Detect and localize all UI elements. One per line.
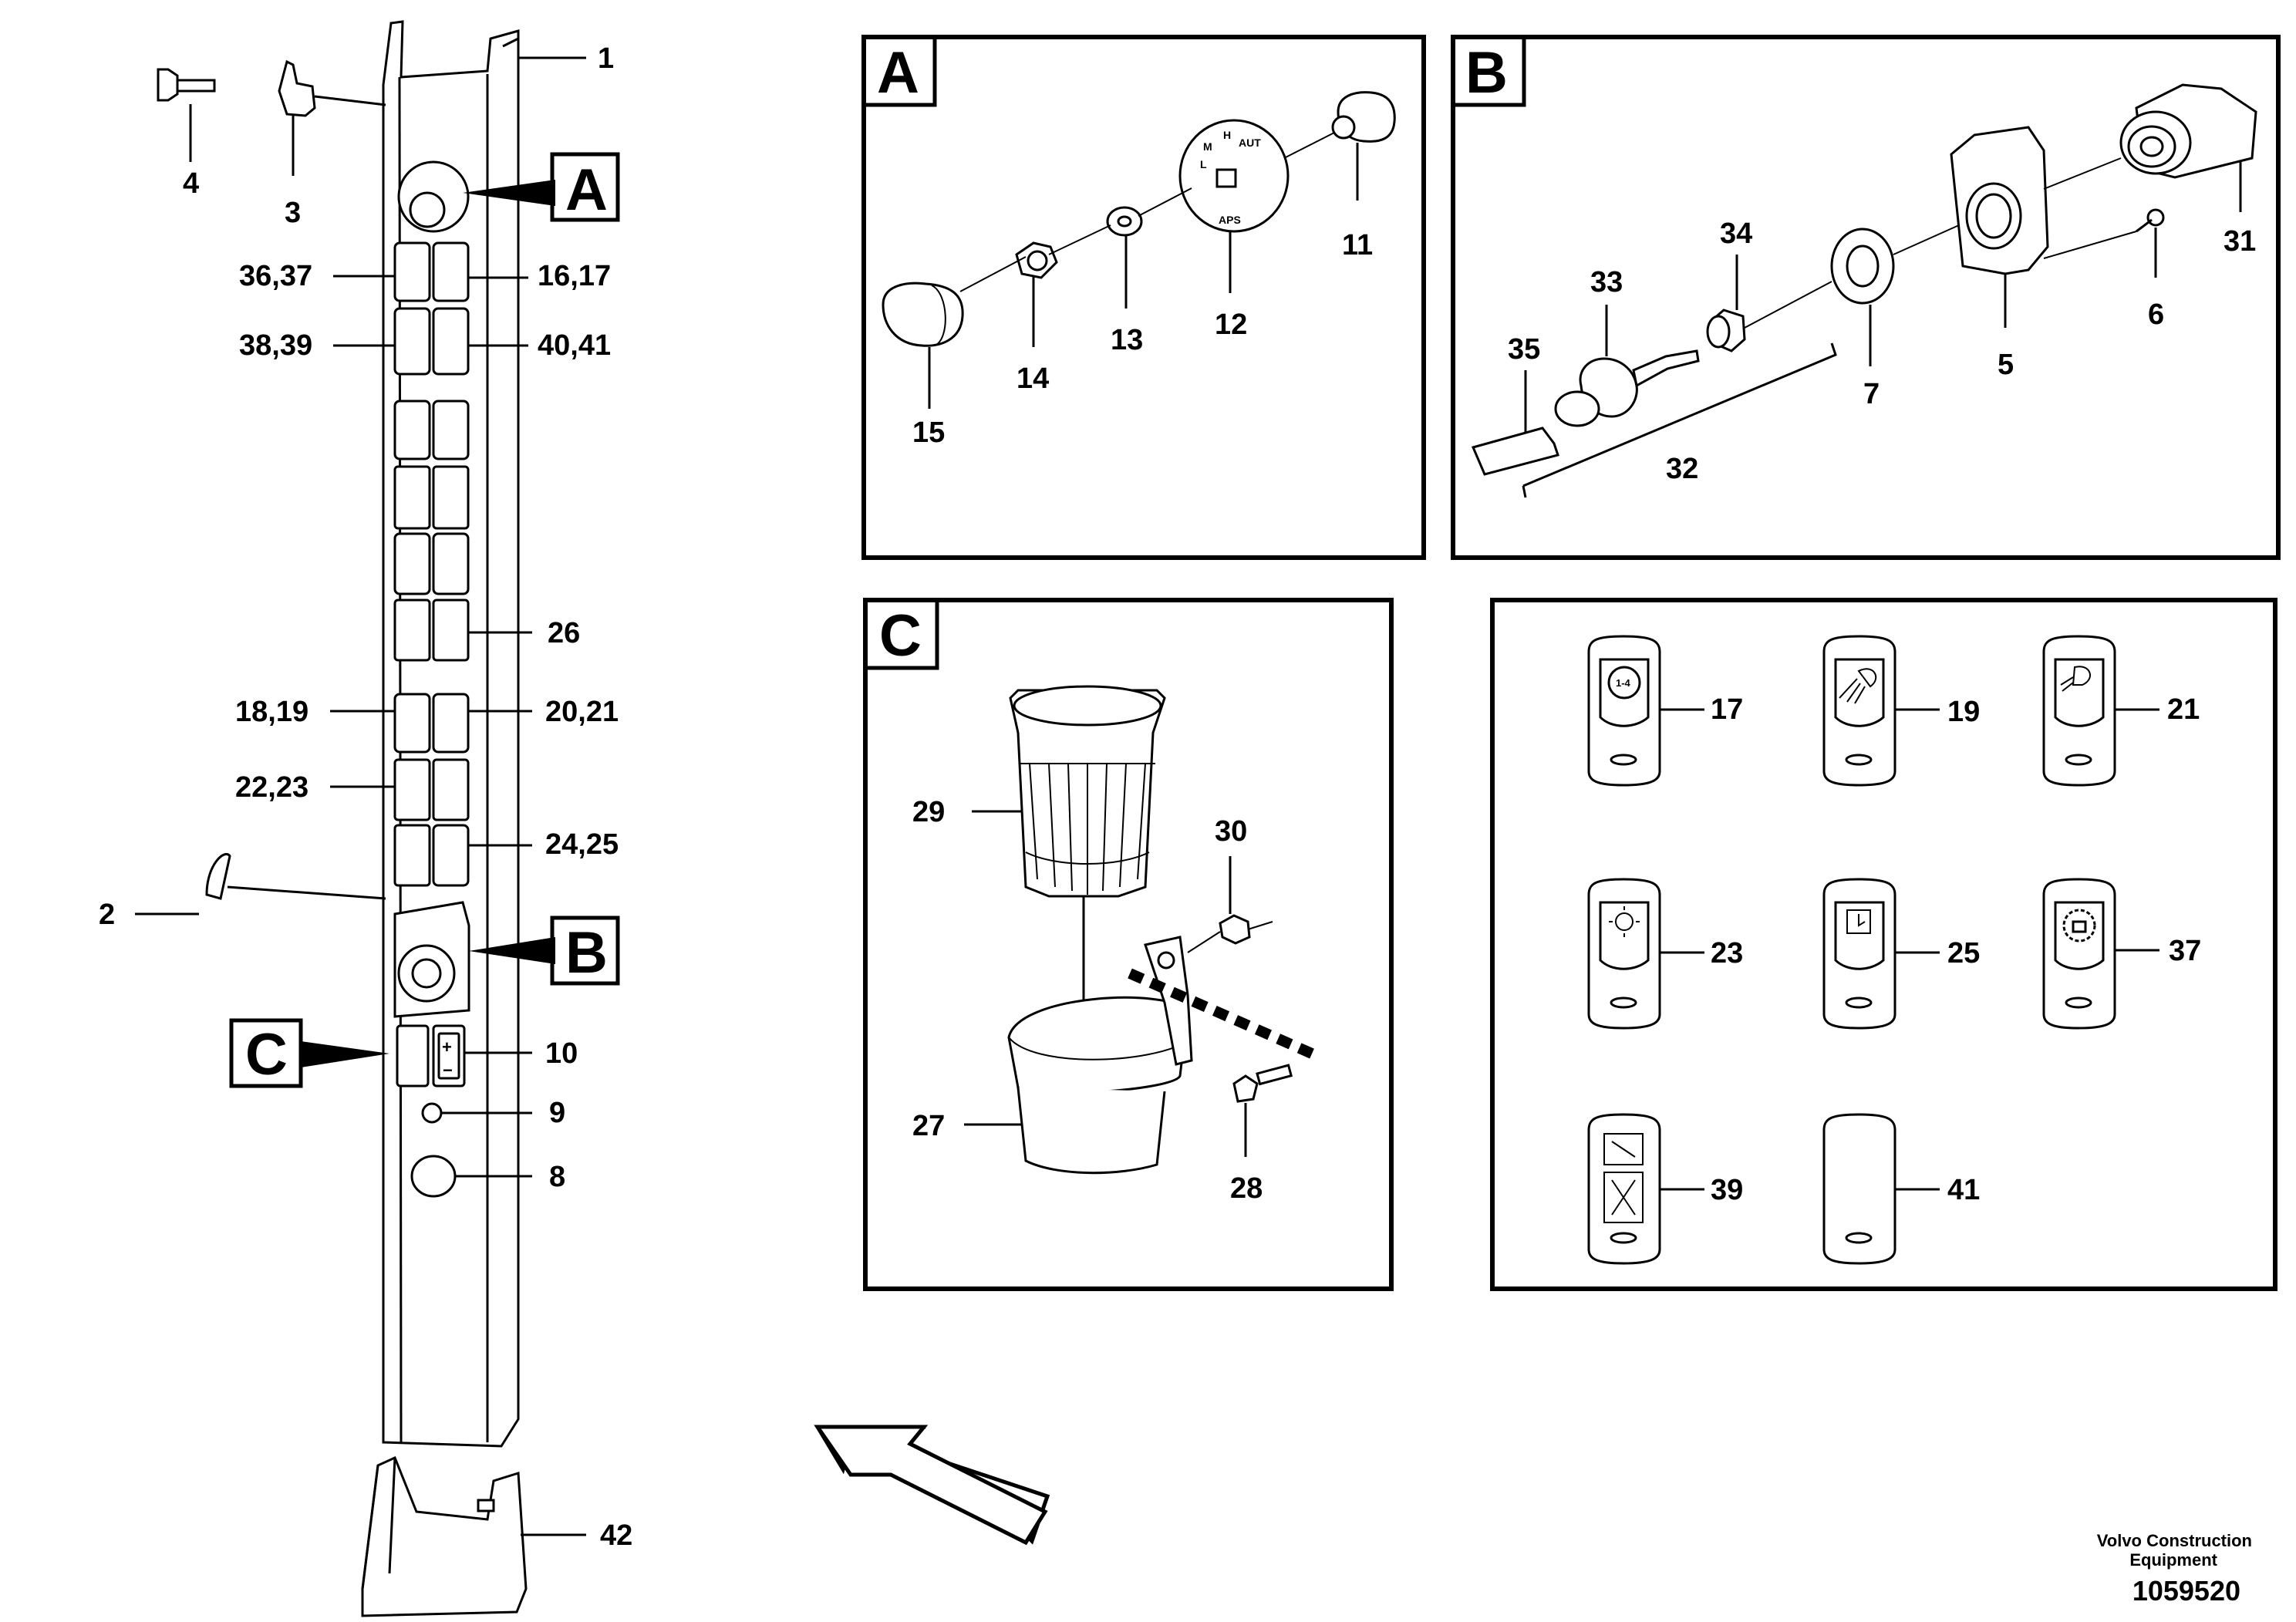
callout-34: 34 xyxy=(1720,218,1752,250)
company-line-2: Equipment xyxy=(2129,1550,2217,1570)
callout-21: 21 xyxy=(2167,693,2200,726)
callout-13: 13 xyxy=(1111,324,1143,356)
lid-29 xyxy=(1009,685,1166,898)
svg-text:−: − xyxy=(443,1061,453,1080)
screw-4 xyxy=(157,68,216,102)
rocker-switch-19 xyxy=(1822,635,1896,787)
rocker-switch-17: 1-4 xyxy=(1587,635,1661,787)
bottom-cover-42 xyxy=(361,1455,528,1617)
dial-aps: APS xyxy=(1219,214,1241,226)
callout-10: 10 xyxy=(545,1037,578,1070)
knob-15 xyxy=(882,282,964,347)
callout-12: 12 xyxy=(1215,309,1247,341)
callout-9: 9 xyxy=(549,1097,565,1129)
callout-33: 33 xyxy=(1590,266,1623,298)
callout-42: 42 xyxy=(600,1519,632,1552)
callout-25: 25 xyxy=(1947,937,1980,969)
callout-41: 41 xyxy=(1947,1174,1980,1206)
callout-6: 6 xyxy=(2148,298,2164,331)
tag-a: A xyxy=(565,157,608,223)
callout-39: 39 xyxy=(1711,1174,1743,1206)
clip-3 xyxy=(278,59,316,117)
footer: Volvo Construction Equipment 1059520 xyxy=(2097,1531,2252,1607)
rocker-switch-21 xyxy=(2042,635,2116,787)
callout-5: 5 xyxy=(1998,349,2014,381)
pillar-buttons xyxy=(393,241,470,887)
tag-a-box xyxy=(550,152,620,222)
company-line-1: Volvo Construction xyxy=(2097,1531,2252,1550)
housing-5 xyxy=(1950,126,2049,275)
view-direction-arrow xyxy=(814,1425,1050,1546)
callout-22-23: 22,23 xyxy=(235,771,308,804)
callout-37: 37 xyxy=(2169,935,2201,967)
ignition-switch-31 xyxy=(2119,83,2257,179)
callout-3: 3 xyxy=(285,197,301,229)
key-33 xyxy=(1554,349,1700,427)
callout-35: 35 xyxy=(1508,333,1540,366)
callout-31: 31 xyxy=(2224,225,2256,258)
rocker-switch-39 xyxy=(1587,1113,1661,1265)
callout-38-39: 38,39 xyxy=(239,329,312,362)
callout-4: 4 xyxy=(183,167,199,200)
pillar-callouts: 1 4 3 A 36,37 16,17 38,39 40,41 26 18,19… xyxy=(99,42,632,1552)
svg-text:+: + xyxy=(442,1037,452,1057)
callout-27: 27 xyxy=(912,1110,945,1142)
callout-30: 30 xyxy=(1215,815,1247,848)
callout-28: 28 xyxy=(1230,1172,1263,1205)
callout-8: 8 xyxy=(549,1161,565,1193)
callout-26: 26 xyxy=(548,617,580,649)
tag-c: C xyxy=(245,1022,288,1088)
dial-aut: AUT xyxy=(1239,137,1261,149)
callout-36-37: 36,37 xyxy=(239,260,312,292)
pillar-assembly: + − xyxy=(382,20,520,1448)
callout-15: 15 xyxy=(912,416,945,449)
panel-c-letter: C xyxy=(879,603,922,669)
callout-1: 1 xyxy=(598,42,614,75)
callout-23: 23 xyxy=(1711,937,1743,969)
switch-panel: 1-4 17 19 21 xyxy=(1490,598,2277,1291)
panel-b-letter: B xyxy=(1465,40,1508,106)
rocker-switch-25 xyxy=(1822,878,1896,1030)
tag-b-box xyxy=(550,916,620,986)
rocker-switch-23 xyxy=(1587,878,1661,1030)
panel-b: B xyxy=(1451,35,2281,560)
trim-clip-2 xyxy=(205,853,231,900)
callout-32: 32 xyxy=(1666,453,1698,485)
callout-17: 17 xyxy=(1711,693,1743,726)
panel-c: C 29 30 27 xyxy=(863,598,1394,1291)
tag-b: B xyxy=(565,920,608,986)
cup-holder-27 xyxy=(1007,996,1189,1175)
callout-14: 14 xyxy=(1017,363,1049,395)
panel-a-letter: A xyxy=(877,40,919,106)
callout-2: 2 xyxy=(99,899,115,931)
panel-a: A M H AUT L APS 15 14 13 12 11 xyxy=(861,35,1426,560)
icon-17-text: 1-4 xyxy=(1616,677,1631,689)
rocker-switch-37 xyxy=(2042,878,2116,1030)
callout-11: 11 xyxy=(1342,229,1373,261)
callout-20-21: 20,21 xyxy=(545,696,619,728)
dial-h: H xyxy=(1223,129,1231,141)
callout-40-41: 40,41 xyxy=(538,329,611,362)
callout-29: 29 xyxy=(912,796,945,828)
dial-m: M xyxy=(1203,140,1212,153)
dial-l: L xyxy=(1200,158,1207,170)
callout-7: 7 xyxy=(1863,378,1880,410)
callout-24-25: 24,25 xyxy=(545,828,619,861)
callout-18-19: 18,19 xyxy=(235,696,308,728)
drawing-number: 1059520 xyxy=(2132,1575,2240,1607)
callout-19: 19 xyxy=(1947,696,1980,728)
callout-16-17: 16,17 xyxy=(538,260,611,292)
rocker-switch-41 xyxy=(1822,1113,1896,1265)
